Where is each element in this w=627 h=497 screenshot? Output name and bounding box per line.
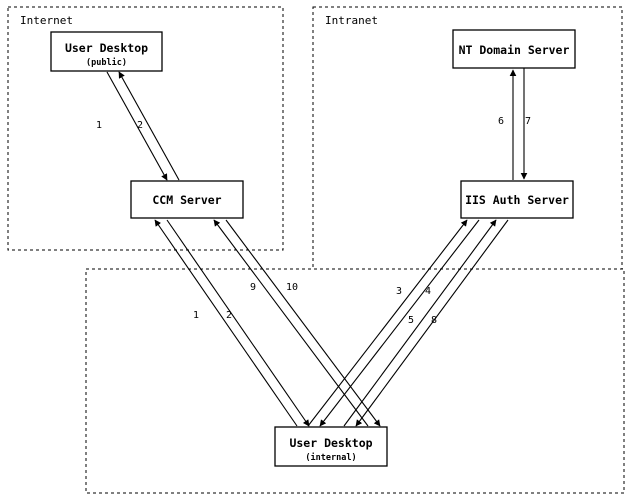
edge-label-9: 9 <box>250 282 256 293</box>
node-ccm-server-box[interactable] <box>130 180 244 219</box>
edge-label-2: 2 <box>137 120 143 131</box>
node-nt-domain-server-box[interactable] <box>452 29 576 69</box>
node-user-desktop-internal-label: User Desktop <box>289 436 372 450</box>
edge-7-nt-to-iis: 7 <box>520 68 531 180</box>
node-user-desktop-internal-box[interactable] <box>274 426 388 467</box>
zone-internet-border <box>7 6 284 251</box>
node-user-desktop-public-label: User Desktop <box>65 41 148 55</box>
node-nt-domain-server-label: NT Domain Server <box>459 43 570 57</box>
zone-intranet-border <box>312 6 623 270</box>
node-ccm-server-label: CCM Server <box>152 193 221 207</box>
edge-label-2b: 2 <box>226 310 232 321</box>
node-nt-domain-server[interactable]: NT Domain Server <box>452 29 576 69</box>
node-user-desktop-public[interactable]: User Desktop (public) <box>50 31 163 72</box>
edge-6-iis-to-nt: 6 <box>498 69 517 180</box>
edge-2-ccm-to-internal: 2 <box>166 219 310 427</box>
node-iis-auth-server-label: IIS Auth Server <box>465 193 569 207</box>
edge-label-6: 6 <box>498 116 504 127</box>
edge-4-iis-to-internal: 4 <box>319 219 480 427</box>
node-user-desktop-internal-sublabel: (internal) <box>305 452 356 463</box>
zone-intranet-label: Intranet <box>325 14 378 27</box>
zone-internal-lan-border <box>85 268 625 494</box>
edge-label-4: 4 <box>425 286 431 297</box>
edge-label-1: 1 <box>96 120 102 131</box>
edge-5-internal-to-iis: 5 <box>343 219 497 427</box>
node-user-desktop-public-box[interactable] <box>50 31 163 72</box>
zone-internal-lan <box>85 268 625 494</box>
node-ccm-server[interactable]: CCM Server <box>130 180 244 219</box>
edge-label-1b: 1 <box>193 310 199 321</box>
edge-2-ccm-to-public: 2 <box>118 71 180 181</box>
edge-1-internal-to-ccm: 1 <box>154 219 298 427</box>
edge-3-internal-to-iis: 3 <box>307 219 468 427</box>
zone-intranet: Intranet <box>312 6 623 270</box>
edge-label-7: 7 <box>525 116 531 127</box>
edge-label-3: 3 <box>396 286 402 297</box>
node-user-desktop-internal[interactable]: User Desktop (internal) <box>274 426 388 467</box>
node-user-desktop-public-sublabel: (public) <box>86 57 127 68</box>
zone-internet-label: Internet <box>20 14 73 27</box>
edge-8-iis-to-internal: 8 <box>355 219 509 427</box>
node-iis-auth-server[interactable]: IIS Auth Server <box>460 180 574 219</box>
edge-label-8: 8 <box>431 315 437 326</box>
edge-label-5: 5 <box>408 315 414 326</box>
node-iis-auth-server-box[interactable] <box>460 180 574 219</box>
edge-9-internal-to-ccm: 9 <box>213 219 369 427</box>
edge-1-public-to-ccm: 1 <box>96 71 168 181</box>
zone-internet: Internet <box>7 6 284 251</box>
edge-10-ccm-to-internal: 10 <box>225 219 381 427</box>
edge-label-10: 10 <box>286 282 298 293</box>
